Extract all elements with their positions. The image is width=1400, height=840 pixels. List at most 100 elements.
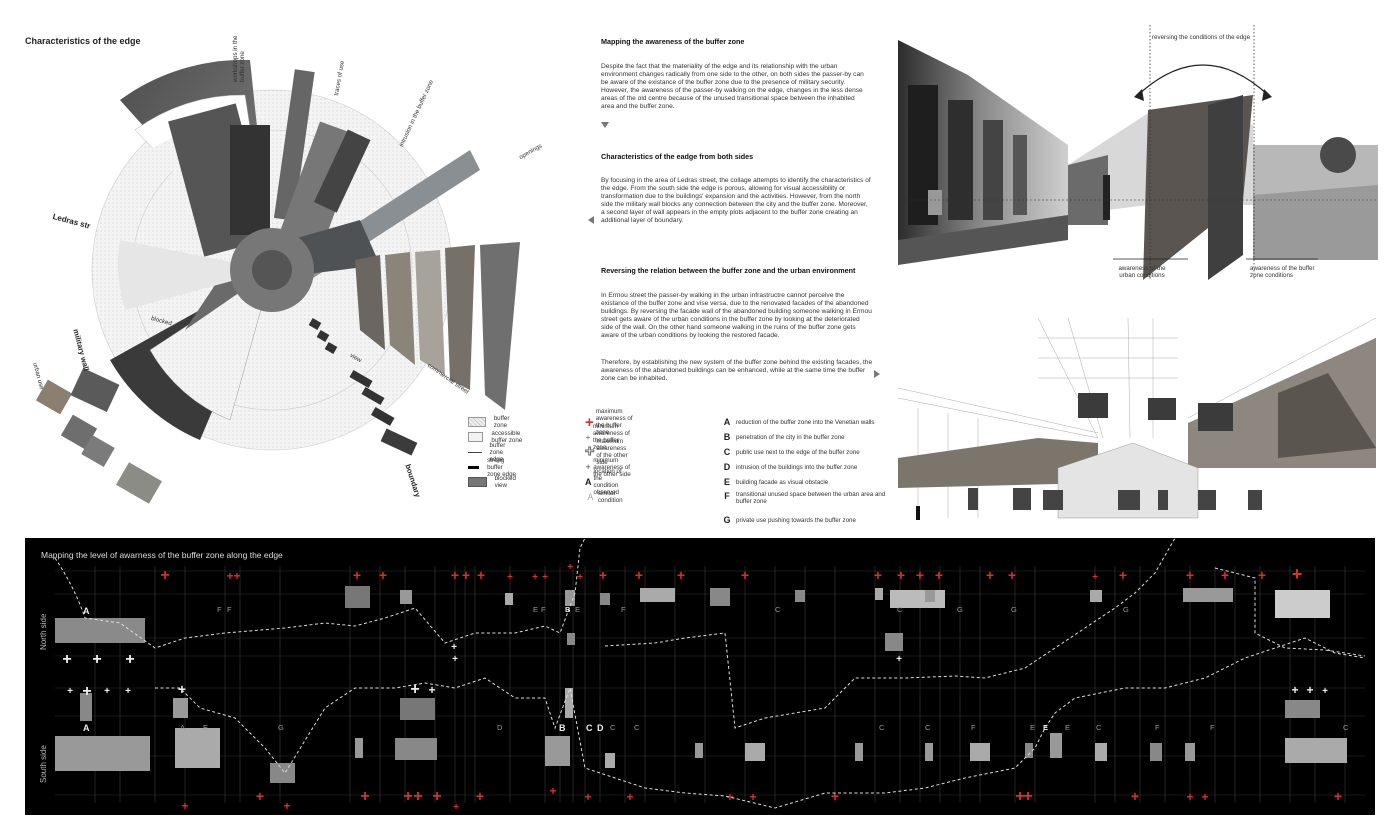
south-letter: C (610, 723, 616, 732)
photo-thumbnail (1275, 590, 1330, 618)
white-plus-icon: + (62, 651, 71, 668)
legend-label: maximum awareness of the other side (596, 438, 628, 466)
condition-label: transitional unused space between the ur… (736, 491, 886, 505)
condition-letter: G (723, 515, 731, 525)
photo-thumbnail (565, 688, 573, 718)
south-letter: G (278, 723, 284, 732)
condition-letter: E (723, 477, 730, 487)
white-plus-icon: + (1306, 683, 1313, 697)
legend-row: strong buffer zone edge (468, 457, 517, 478)
legend-label: location of the condition observed (593, 468, 622, 496)
triangle-right-icon (874, 370, 880, 378)
photo-thumbnail (855, 743, 863, 761)
legend-label: accessible buffer zone (491, 430, 523, 444)
buffer-zone-perspective (898, 318, 1376, 530)
red-plus-icon: + (432, 788, 441, 805)
swatch-blocked (468, 477, 487, 487)
white-plus-icon: + (1291, 683, 1298, 697)
south-letter: C (925, 723, 931, 732)
plus-small-icon: + (585, 462, 591, 472)
south-letter: C (1096, 723, 1102, 732)
photo-thumbnail (567, 633, 575, 645)
letter-a-icon: A (585, 477, 592, 487)
white-plus-icon: + (67, 686, 73, 697)
photo-thumbnail (885, 633, 903, 651)
legend-row: blocked view (468, 475, 521, 489)
condition-label: public use next to the edge of the buffe… (736, 448, 860, 456)
north-letter: G (1011, 605, 1017, 614)
red-plus-icon: + (476, 788, 484, 804)
legend-label: similar condition (597, 490, 623, 504)
north-letter: F (217, 605, 222, 614)
white-plus-icon: + (896, 654, 902, 665)
triangle-down-icon (601, 122, 609, 128)
red-plus-icon: + (1292, 564, 1303, 584)
legend-label: strong buffer zone edge (487, 456, 516, 478)
north-letter: F (227, 605, 232, 614)
south-letter: D (497, 723, 503, 732)
condition-letter: A (723, 417, 731, 427)
swatch-edge-line (468, 451, 482, 453)
red-plus-icon: + (916, 567, 924, 583)
legend-label: maximum awareness of the buffer zone (595, 408, 633, 436)
red-plus-icon: + (1201, 790, 1208, 804)
photo-thumbnail (1150, 743, 1162, 761)
legend-row: accessible buffer zone (468, 430, 529, 444)
red-plus-icon: + (599, 567, 607, 583)
label-urban-awareness: awareness of the urban conditions (1118, 265, 1166, 279)
south-letter: A (180, 723, 186, 732)
red-plus-icon: + (874, 567, 882, 583)
map-title: Mapping the level of awarness of the buf… (41, 550, 283, 560)
red-plus-icon: + (741, 567, 749, 583)
photo-thumbnail (600, 593, 610, 605)
south-letter: E (1065, 723, 1071, 732)
white-plus-icon: + (410, 681, 419, 698)
south-letter: D (597, 723, 604, 733)
red-plus-icon: + (181, 799, 188, 813)
red-plus-icon: + (160, 567, 169, 584)
red-plus-icon: + (360, 788, 369, 805)
condition-label: private use pushing towards the buffer z… (736, 516, 856, 524)
north-letter: F (621, 605, 626, 614)
red-plus-icon: + (1119, 567, 1127, 583)
condition-letter: F (724, 491, 730, 501)
photo-thumbnail (1090, 590, 1102, 602)
white-plus-icon: + (452, 654, 458, 665)
white-plus-icon: + (82, 683, 91, 700)
label-workshops: workshops in the buffer zone (232, 35, 246, 82)
white-plus-icon: + (104, 686, 110, 697)
legend-row: + minimum awareness of the other side (585, 457, 633, 478)
red-plus-icon: + (726, 790, 733, 804)
red-plus-icon: + (749, 790, 756, 804)
swatch-accessible (468, 432, 484, 442)
north-letter: C (775, 605, 781, 614)
photo-thumbnail (875, 588, 883, 600)
photo-thumbnail (695, 743, 703, 758)
section-mapping-title: Mapping the awareness of the buffer zone (601, 37, 745, 46)
condition-label: intrusion of the buildings into the buff… (736, 463, 858, 471)
photo-thumbnail (395, 738, 437, 760)
awareness-map: ++++++++++++++++++++++++++++++++++++++++… (54, 538, 1366, 813)
legend-label: buffer zone (493, 415, 510, 429)
condition-label: penetration of the city in the buffer zo… (736, 433, 845, 441)
section-reverse-body-2: Therefore, by establishing the new syste… (601, 359, 873, 383)
photo-thumbnail (1285, 738, 1347, 763)
section-reverse-body-1: In Ermou street the passer-by walking in… (601, 292, 872, 340)
white-plus-icon: + (451, 642, 457, 653)
north-letter: B (565, 605, 571, 614)
red-plus-icon: + (453, 802, 459, 813)
red-plus-icon: + (1258, 567, 1266, 583)
red-plus-icon: + (635, 567, 643, 583)
north-letter: A (83, 606, 90, 616)
red-plus-icon: + (1131, 788, 1139, 804)
photo-thumbnail (1095, 743, 1107, 761)
section-mapping-body: Despite the fact that the materiality of… (601, 63, 864, 111)
photo-thumbnail (173, 698, 188, 718)
photo-thumbnail (745, 743, 765, 761)
photo-thumbnail (270, 763, 295, 783)
red-plus-icon: + (897, 567, 905, 583)
south-letter: F (1210, 723, 1215, 732)
